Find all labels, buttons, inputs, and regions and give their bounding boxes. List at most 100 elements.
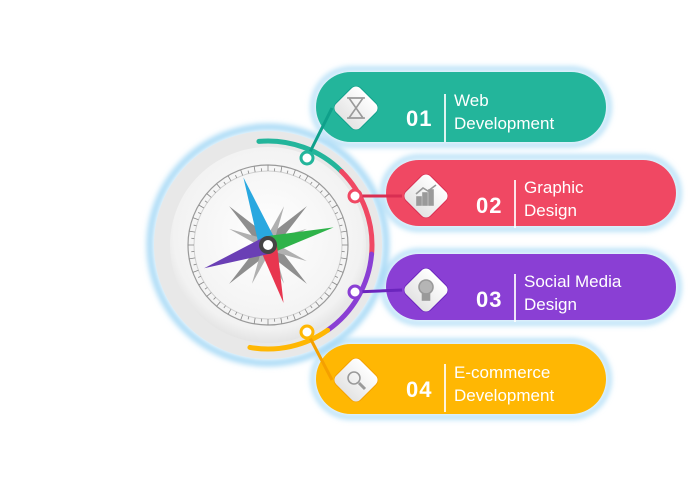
step-title-line2: Design [524,295,577,314]
banner-glow [311,339,611,419]
compass-tick [204,287,208,290]
banner-glow [311,67,611,147]
compass-glow [147,124,389,366]
compass-tick [280,166,283,173]
compass-tick [216,183,221,189]
connector-line [305,107,334,159]
connector-dot [299,324,315,340]
compass-tick [331,281,338,286]
step-title-line1: Social Media [524,272,622,291]
connector-line [354,288,403,294]
compass-tick [235,311,238,315]
compass-tick [315,301,320,307]
compass-tick [286,316,289,320]
step-divider [514,274,516,322]
compass-tick [189,257,196,260]
compass-tick [340,230,347,233]
compass-tick [189,230,196,233]
step-number: 04 [406,377,433,402]
compass-tick [304,308,309,315]
compass-tick [213,297,216,300]
compass-tick [193,224,197,227]
step-banner [347,249,681,325]
compass-tick [223,181,226,185]
compass-tick [216,301,221,307]
compass [147,124,389,366]
compass-tick [235,175,238,179]
compass-tick [320,297,323,300]
compass-tick [304,175,309,182]
compass-tick [324,292,330,297]
compass-tick [240,314,244,321]
compass-tick [292,314,296,321]
compass-tick [192,269,199,273]
banner-glow [381,155,681,231]
compass-tick [223,305,226,309]
progress-arc-segment [247,327,331,352]
step-number: 01 [406,106,433,131]
compass-needle-south [259,242,284,303]
compass-tick [298,175,301,179]
banner-body [316,72,606,142]
compass-tick [227,308,232,315]
compass-tick [198,212,202,215]
step-title-line2: Development [454,114,555,133]
connector-dot [347,188,363,204]
step-divider [444,364,446,412]
compass-tick [204,200,208,203]
connector-line [305,331,334,381]
step-title-line1: E-commerce [454,363,551,382]
progress-arcs [247,138,375,352]
progress-arc-segment [256,138,345,174]
compass-tick [339,263,343,266]
compass-tick [337,217,344,221]
compass-tick [206,292,212,297]
compass-needle-east [265,227,334,254]
compass-tick [328,200,332,203]
compass-tick [292,169,296,176]
compass-tick [198,275,202,278]
compass-tick [247,170,250,174]
compass-tick [331,204,338,209]
step-banner [299,324,611,419]
compass-tick [206,193,212,198]
compass-hub-center [263,240,273,250]
compass-tick [253,317,256,324]
compass-needle-north [243,177,277,249]
progress-arc-segment [339,168,375,257]
connector-dot [299,150,315,166]
connector-dot [347,284,363,300]
step-title-line2: Development [454,386,555,405]
step-title-line1: Graphic [524,178,584,197]
step-banner [299,67,611,166]
compass-tick [339,224,343,227]
compass-tick [253,166,256,173]
step-title-line1: Web [454,91,489,110]
compass-tick [286,170,289,174]
compass-tick [193,263,197,266]
compass-needle-west [204,236,272,269]
compass-ticks [188,165,348,325]
compass-tick [320,190,323,193]
compass-tick [213,190,216,193]
compass-tick [247,316,250,320]
banner-body [316,344,606,414]
lightbulb-icon [418,279,434,301]
step-number: 02 [476,193,503,218]
compass-tick [227,175,232,182]
chart-icon [415,184,437,206]
compass-tick [198,204,205,209]
compass-tick [334,275,338,278]
banner-icon-plate [334,358,378,402]
compass-tick [280,317,283,324]
hourglass-icon [347,97,365,119]
banner-body [386,254,676,320]
banner-glow [381,249,681,325]
compass-tick [298,311,301,315]
step-banner [347,155,681,231]
compass-tick [334,212,338,215]
step-divider [444,94,446,142]
compass-tick [192,217,199,221]
